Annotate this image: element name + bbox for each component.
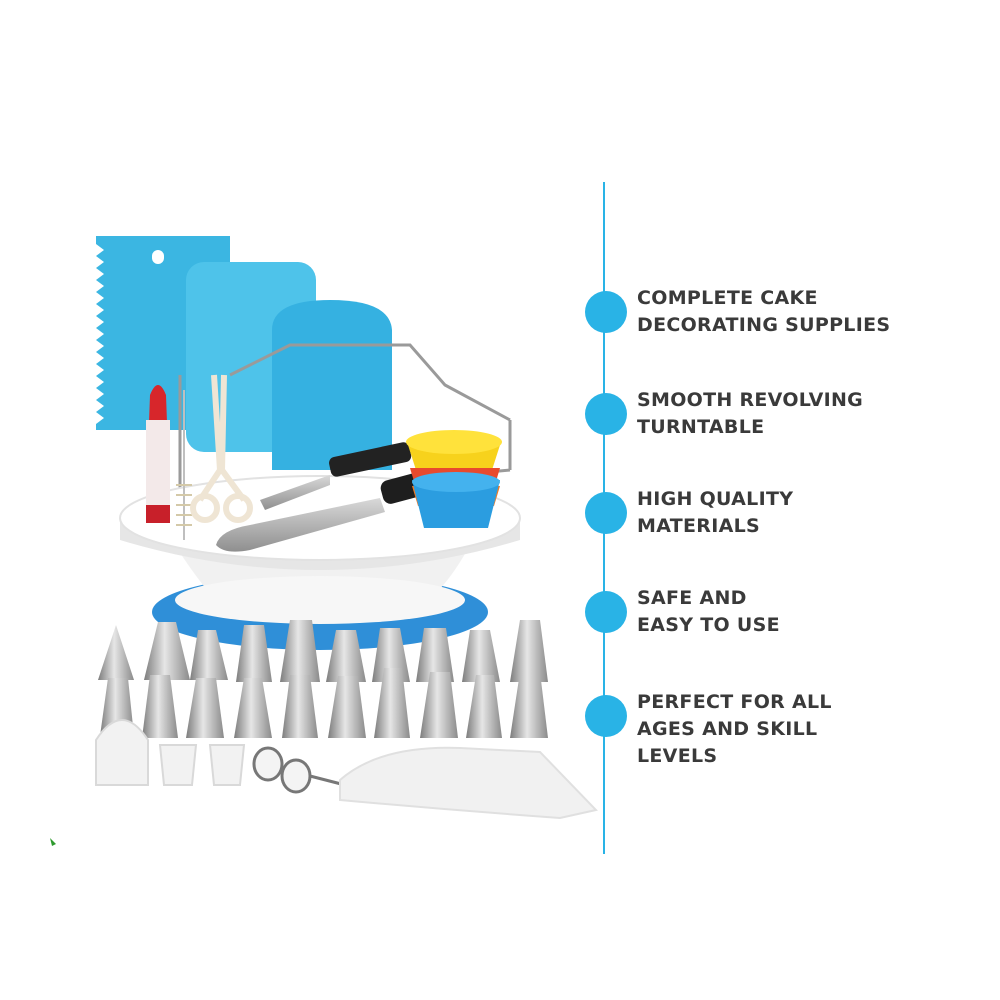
spatula-icon xyxy=(216,442,442,552)
feature-revolving-turntable: SMOOTH REVOLVING TURNTABLE xyxy=(585,387,995,441)
feature-line: COMPLETE CAKE xyxy=(637,287,818,309)
feature-line: SAFE AND xyxy=(637,587,747,609)
bullet-dot-icon xyxy=(585,393,627,435)
coupler-icon xyxy=(95,719,246,786)
cleaning-brush-icon xyxy=(176,390,192,540)
feature-line: PERFECT FOR ALL xyxy=(637,691,832,713)
piping-tips-icon xyxy=(98,620,548,738)
feature-all-ages: PERFECT FOR ALL AGES AND SKILL LEVELS xyxy=(585,689,995,770)
feature-text: PERFECT FOR ALL AGES AND SKILL LEVELS xyxy=(637,689,832,770)
leaf-icon xyxy=(50,838,56,846)
feature-line: EASY TO USE xyxy=(637,614,780,636)
cupcake-liners-icon xyxy=(406,430,502,528)
feature-line: TURNTABLE xyxy=(637,416,765,438)
feature-text: HIGH QUALITY MATERIALS xyxy=(637,486,793,540)
piping-bag-icon xyxy=(339,746,598,820)
feature-text: SMOOTH REVOLVING TURNTABLE xyxy=(637,387,863,441)
bullet-dot-icon xyxy=(585,591,627,633)
feature-text: SAFE AND EASY TO USE xyxy=(637,585,780,639)
bullet-dot-icon xyxy=(585,291,627,333)
feature-line: MATERIALS xyxy=(637,515,760,537)
flower-scissors-icon xyxy=(190,374,253,523)
bullet-dot-icon xyxy=(585,694,627,737)
round-scraper-icon xyxy=(272,300,392,470)
bullet-dot-icon xyxy=(585,492,627,534)
feature-complete-supplies: COMPLETE CAKE DECORATING SUPPLIES xyxy=(585,285,995,339)
feature-high-quality: HIGH QUALITY MATERIALS xyxy=(585,486,995,540)
product-image xyxy=(50,236,598,846)
feature-line: SMOOTH REVOLVING xyxy=(637,389,864,411)
feature-safe-easy: SAFE AND EASY TO USE xyxy=(585,585,995,639)
feature-line: HIGH QUALITY xyxy=(637,488,794,510)
feature-text: COMPLETE CAKE DECORATING SUPPLIES xyxy=(637,285,890,339)
feature-line: LEVELS xyxy=(637,745,718,767)
piping-pen-icon xyxy=(146,385,170,523)
feature-line: DECORATING SUPPLIES xyxy=(637,314,891,336)
feature-line: AGES AND SKILL xyxy=(637,718,818,740)
flower-nail-icon xyxy=(252,746,346,794)
